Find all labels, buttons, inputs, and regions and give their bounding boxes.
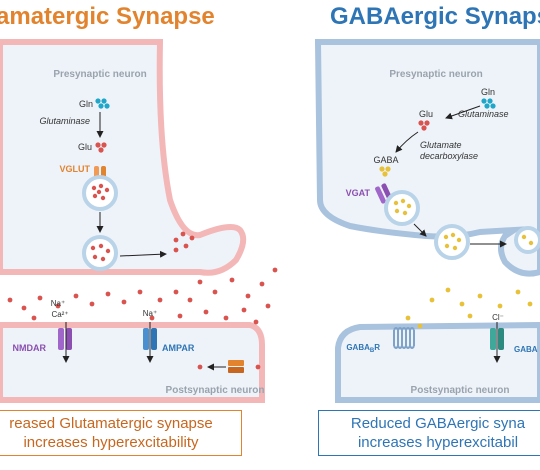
gaba-release-site (514, 226, 540, 254)
gaba-postsynaptic-label: Postsynaptic neuron (411, 385, 510, 396)
gaba-arrow-gln-to-glu (445, 105, 481, 120)
glutamatergic-title: amatergic Synapse (0, 3, 215, 30)
glutamatergic-caption-line2: increases hyperexcitability (23, 434, 199, 451)
gabab-label-sub: B (370, 348, 375, 354)
glu-glutaminase-label: Glutaminase (39, 116, 90, 126)
glu-release-site (173, 231, 195, 253)
glu-vesicle-1 (82, 175, 118, 211)
gabaergic-caption-line2: increases hyperexcitabil (357, 434, 519, 451)
gabab-label-suffix: R (374, 343, 380, 352)
gaba-gaba-molecules (379, 166, 391, 177)
glu-presynaptic-membrane (0, 39, 247, 276)
glu-glu-label: Glu (78, 142, 92, 152)
gaba-vesicle-2 (434, 224, 470, 260)
glu-vesicle-2 (82, 235, 118, 271)
gabaergic-caption: Reduced GABAergic syna increases hyperex… (318, 410, 540, 456)
ampar-receptor (143, 328, 157, 350)
glu-na-label: Na⁺ (51, 299, 65, 308)
gaba-gln-molecules (481, 98, 496, 109)
glu-cleft-glutamate (7, 267, 278, 325)
glu-gln-molecules (95, 98, 110, 109)
glu-presynaptic-label: Presynaptic neuron (53, 69, 146, 80)
gaba-postsynaptic-membrane (335, 321, 540, 403)
vglut-label: VGLUT (60, 164, 91, 174)
gabaa-label: GABA (514, 345, 538, 354)
glutamatergic-panel: Presynaptic neuron Postsynaptic neuron G… (0, 39, 278, 403)
gabaa-receptor (490, 328, 504, 350)
glu-reuptake-molecule-2 (197, 364, 203, 370)
gaba-glu-molecules (418, 120, 430, 131)
gabab-label: GABABR (346, 343, 380, 354)
glu-gln-label: Gln (79, 99, 93, 109)
gabaergic-title: GABAergic Synaps (330, 3, 540, 30)
glu-arrow-to-release (119, 250, 167, 258)
gaba-arrow-vesicle (413, 223, 427, 237)
gaba-glutaminase-label: Glutaminase (458, 109, 509, 119)
gaba-cl-label: Cl⁻ (492, 313, 504, 322)
gaba-arrow-glu-to-gaba (395, 131, 419, 153)
vgat-label: VGAT (346, 188, 371, 198)
ampar-label: AMPAR (162, 343, 195, 353)
nmdar-receptor (58, 328, 72, 350)
glu-na2-label: Na⁺ (143, 309, 157, 318)
gaba-presynaptic-label: Presynaptic neuron (389, 69, 482, 80)
gaba-gln-label: Gln (481, 87, 495, 97)
gaba-glu-label: Glu (419, 109, 433, 119)
gaba-cleft-gaba (405, 287, 533, 329)
gaba-vesicle-1 (384, 190, 420, 226)
glu-ca-label: Ca²⁺ (51, 310, 68, 319)
glu-reuptake-transporter (228, 360, 244, 373)
glutamatergic-caption: reased Glutamatergic synapse increases h… (0, 410, 242, 456)
gabaergic-caption-line1: Reduced GABAergic syna (350, 415, 526, 432)
gad-label-line1: Glutamate (420, 140, 462, 150)
gabaergic-panel: Presynaptic neuron Postsynaptic neuron G… (314, 39, 540, 403)
glu-reuptake-molecule (255, 364, 261, 370)
gad-label-line2: decarboxylase (420, 151, 478, 161)
gabab-receptor (393, 327, 415, 349)
glu-glu-molecules (95, 142, 107, 153)
gaba-gaba-label: GABA (373, 155, 398, 165)
nmdar-label: NMDAR (13, 343, 47, 353)
glu-postsynaptic-label: Postsynaptic neuron (166, 385, 265, 396)
gabab-label-main: GABA (346, 343, 370, 352)
glutamatergic-caption-line1: reased Glutamatergic synapse (9, 415, 213, 432)
